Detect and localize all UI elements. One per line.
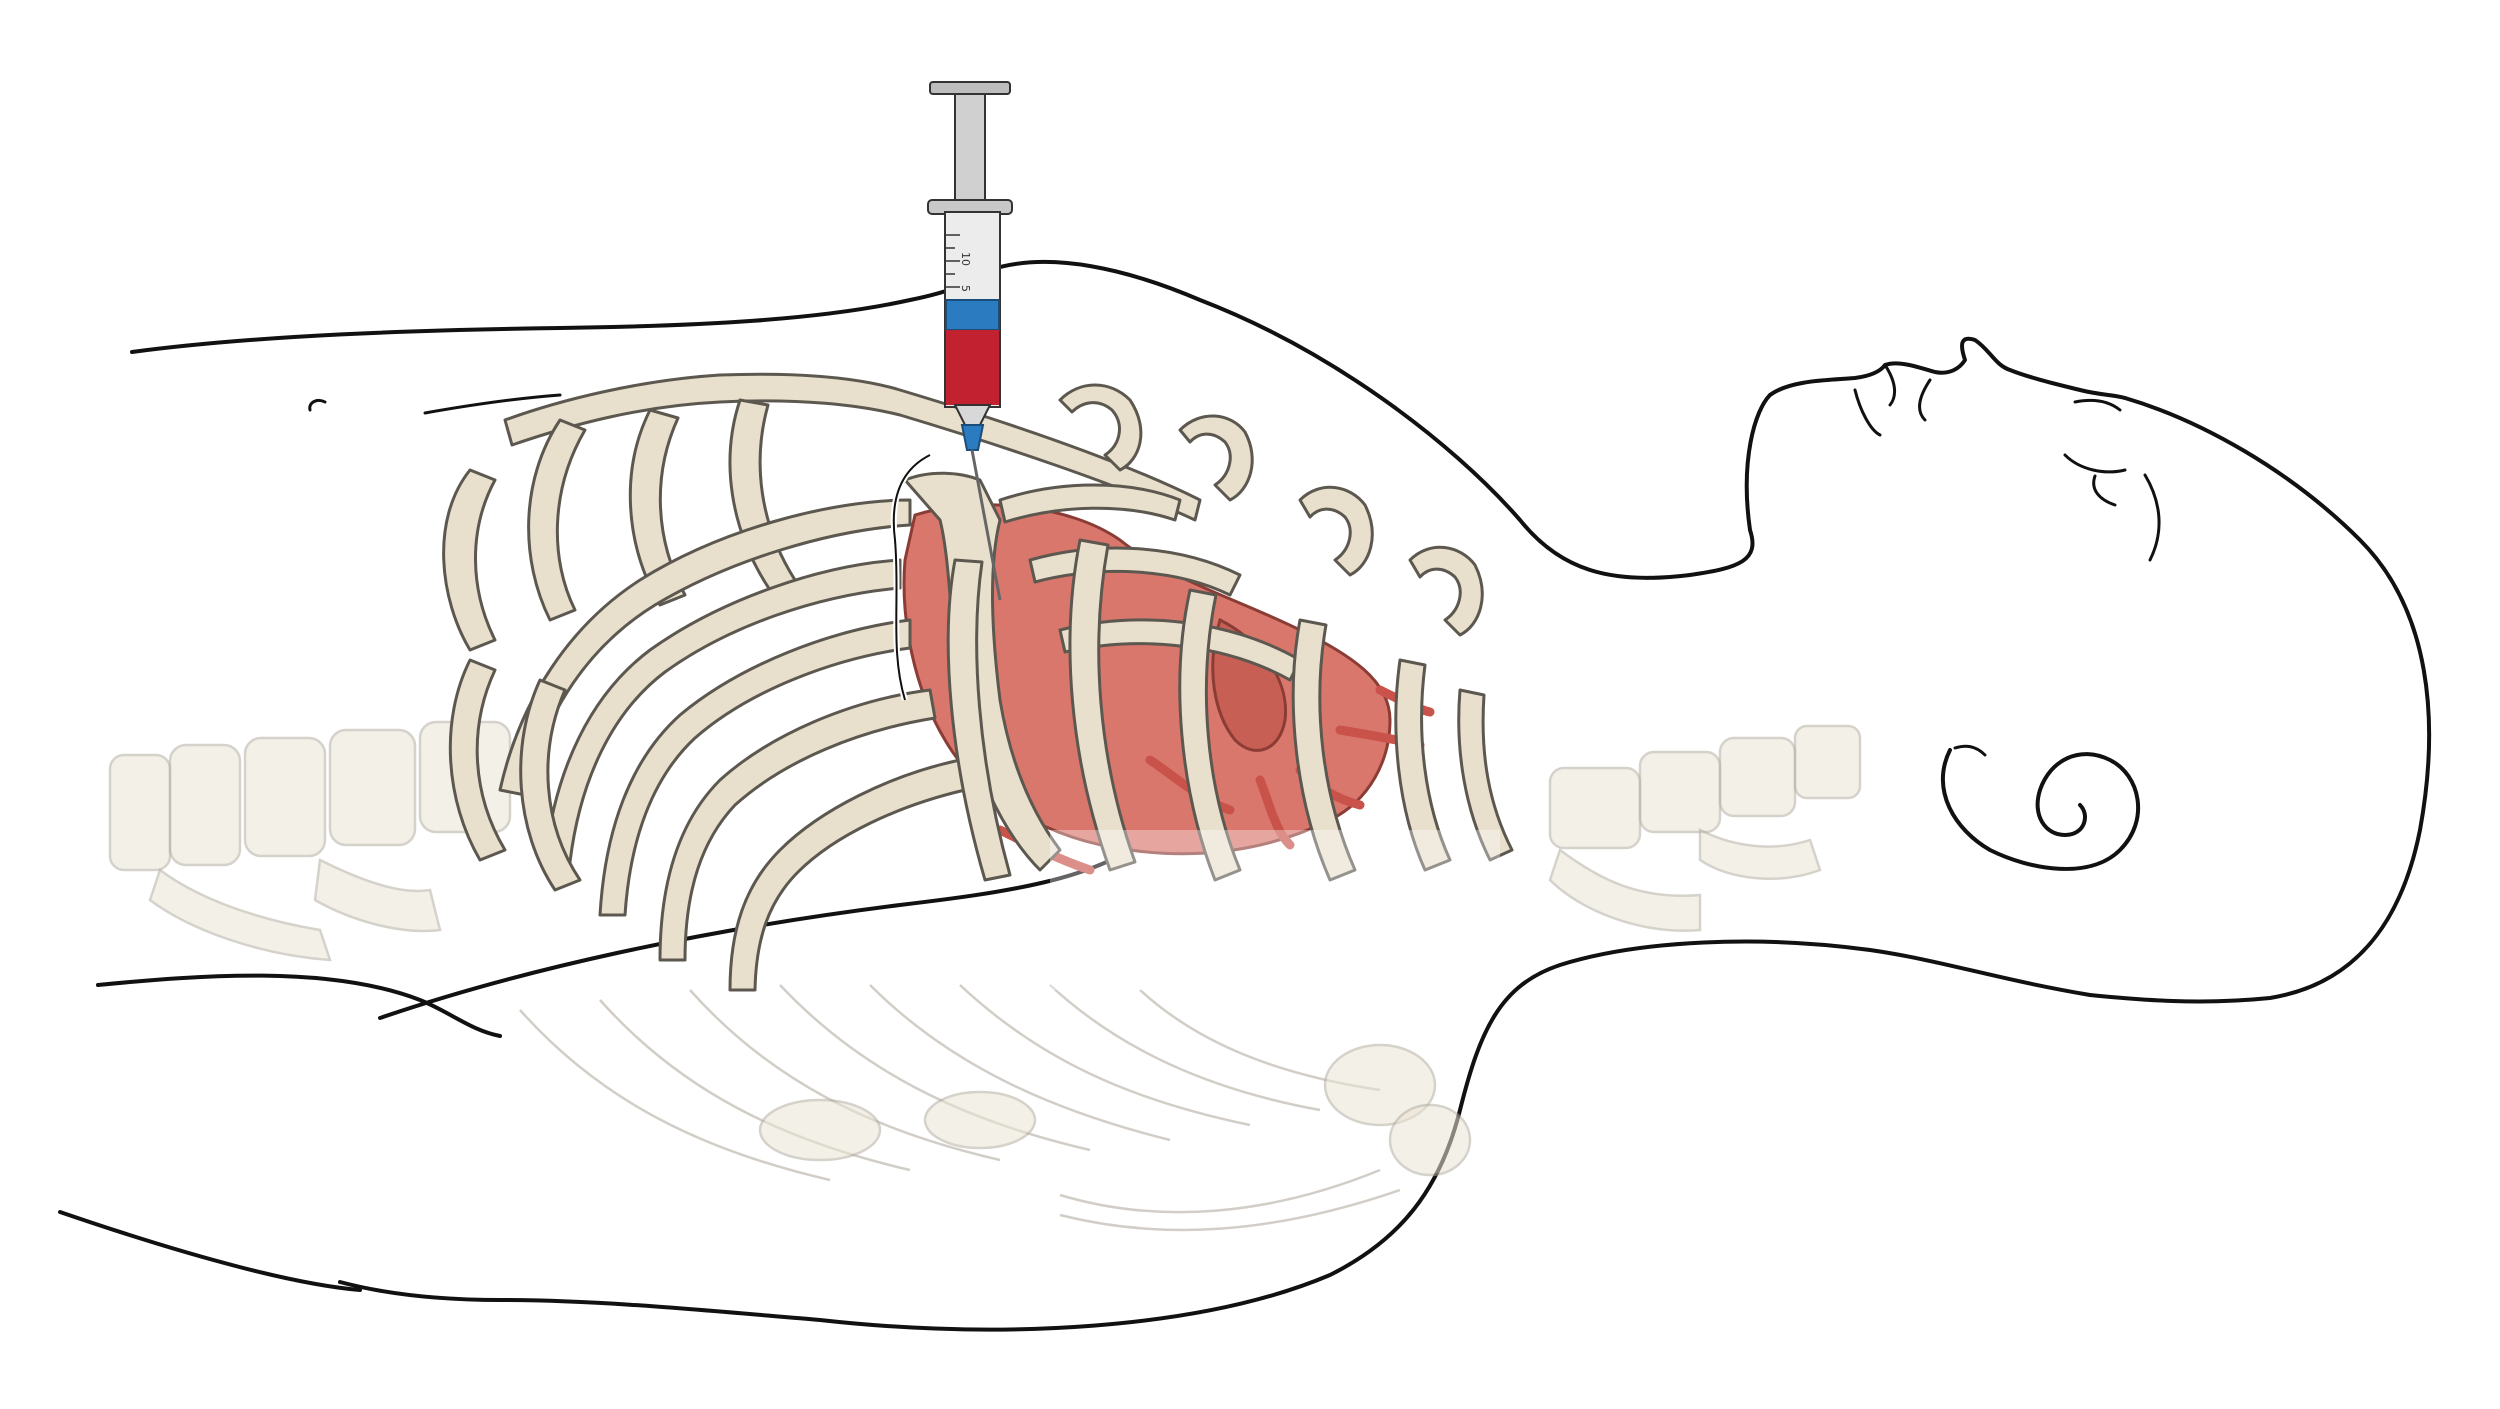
syringe-plunger-seal [945,299,1000,331]
ear [1940,744,2141,871]
ghost-ribs [519,984,1472,1232]
spine-right [1548,724,1862,932]
clavicle [503,372,1202,522]
ghost-skeleton [108,720,1862,1232]
syringe-plunger-cap [929,81,1011,95]
needle-hub [960,424,985,451]
syringe-blood [946,330,999,405]
face-features [1853,363,2161,562]
syringe-plunger-rod [954,91,986,208]
body-outline [58,259,2432,1332]
spine-left [108,720,512,962]
needle [970,449,1002,601]
lower-chest-overlay [1050,830,1500,990]
syringe: 10 5 [927,81,1013,601]
syringe-scale-10: 10 [959,252,972,266]
pericardium-edge [892,454,931,701]
rib-cage [442,372,1514,992]
syringe-graduations [945,234,960,288]
syringe-scale-5: 5 [959,285,972,292]
